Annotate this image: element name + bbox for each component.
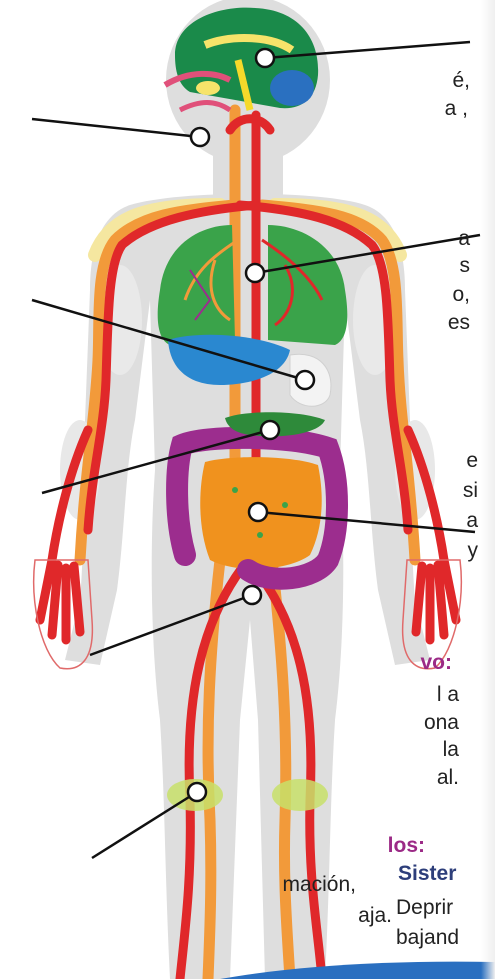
- label-digestivo-line-4: y: [468, 538, 479, 564]
- label-sistema-line-1: Deprir: [396, 895, 453, 921]
- dot-lungs: [246, 264, 264, 282]
- dot-brain: [256, 49, 274, 67]
- label-musculos-heading: los:: [388, 833, 425, 859]
- label-reproductivo-line-1: l a: [437, 682, 459, 708]
- dot-pelvis: [243, 586, 261, 604]
- label-nervioso-line-1: é,: [452, 68, 470, 94]
- label-nervioso-line-2-text: a ,: [445, 97, 468, 120]
- dot-gut: [261, 421, 279, 439]
- label-nervioso-line-2: a ,: [445, 96, 468, 122]
- label-reproductivo-line-2: ona: [424, 710, 459, 736]
- dot-throat: [191, 128, 209, 146]
- label-digestivo-line-2: si: [463, 478, 478, 504]
- label-musculos-line-2: aja.: [358, 903, 392, 929]
- label-sistema-heading: Sister: [398, 861, 456, 887]
- label-reproductivo-line-3: la: [443, 737, 459, 763]
- label-reproductivo-line-4: al.: [437, 765, 459, 791]
- label-digestivo-line-1: e: [466, 448, 478, 474]
- bottom-swoosh: [220, 962, 495, 979]
- label-respiratorio-line-4: es: [448, 310, 470, 336]
- dot-intestine: [249, 503, 267, 521]
- dot-stomach: [296, 371, 314, 389]
- label-sistema-line-2: bajand: [396, 925, 459, 951]
- label-digestivo-line-3: a: [466, 508, 478, 534]
- dot-knee: [188, 783, 206, 801]
- label-respiratorio-line-3: o,: [452, 282, 470, 308]
- right-edge-fade: [481, 0, 495, 979]
- label-respiratorio-line-1: a: [458, 226, 470, 252]
- label-respiratorio-line-2: s: [460, 253, 471, 279]
- label-musculos-line-1: mación,: [282, 872, 356, 898]
- label-reproductivo-heading: vo:: [421, 650, 453, 676]
